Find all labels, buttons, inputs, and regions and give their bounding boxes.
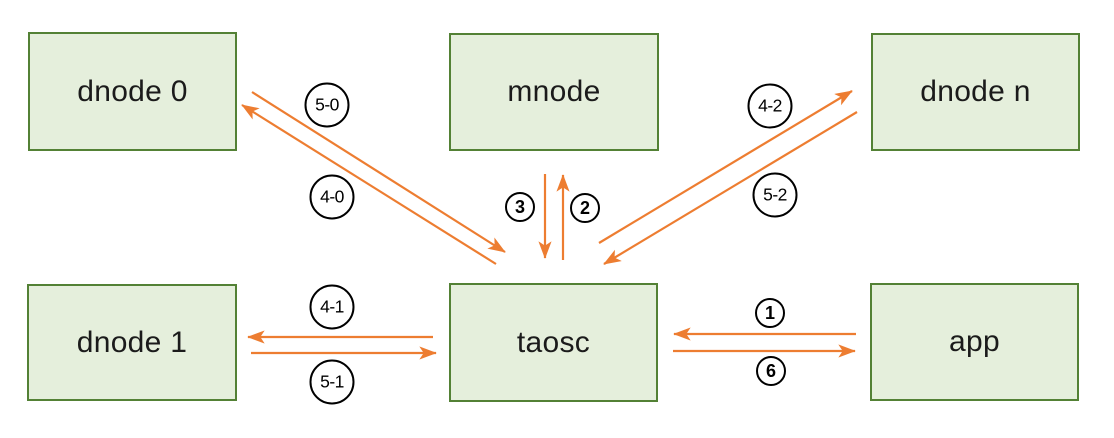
arrow-dnode0-to-taosc <box>251 91 506 253</box>
edge-label-5-2: 5-2 <box>752 172 798 218</box>
node-mnode: mnode <box>449 33 659 151</box>
edge-label-1: 1 <box>755 298 785 328</box>
node-taosc: taosc <box>449 283 658 402</box>
node-dnoden: dnode n <box>871 33 1080 151</box>
node-dnode1-label: dnode 1 <box>76 325 188 359</box>
edge-label-6: 6 <box>756 356 786 386</box>
node-dnode0: dnode 0 <box>28 32 237 151</box>
node-taosc-label: taosc <box>516 325 591 359</box>
edge-label-3: 3 <box>505 192 535 222</box>
edge-label-4-2: 4-2 <box>747 83 793 129</box>
arrow-dnoden-to-taosc <box>603 111 858 265</box>
arrow-taosc-to-dnode0 <box>241 104 497 265</box>
edge-label-5-1: 5-1 <box>309 359 355 405</box>
node-mnode-label: mnode <box>507 75 601 108</box>
edge-label-4-0: 4-0 <box>309 174 355 220</box>
edge-label-2: 2 <box>570 193 600 223</box>
edge-label-4-1: 4-1 <box>309 284 355 330</box>
node-dnode1: dnode 1 <box>27 284 237 401</box>
edge-label-5-0: 5-0 <box>304 82 350 128</box>
node-app: app <box>870 283 1079 401</box>
node-dnode0-label: dnode 0 <box>77 74 188 108</box>
arrow-taosc-to-dnoden <box>598 90 853 244</box>
node-dnoden-label: dnode n <box>920 75 1031 108</box>
node-app-label: app <box>949 325 1000 358</box>
